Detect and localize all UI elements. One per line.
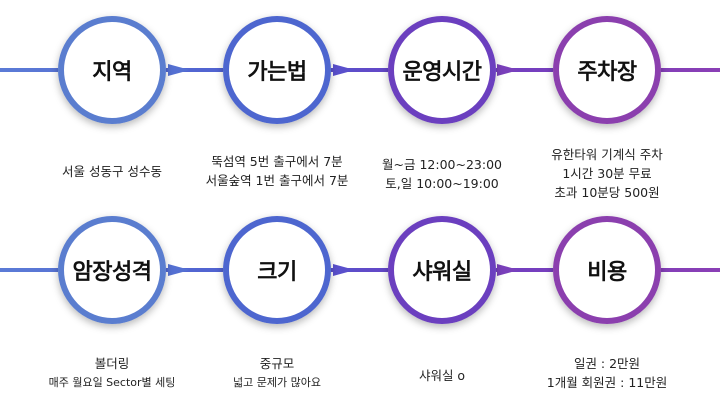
- arrow-icon: [333, 64, 355, 76]
- node-ring: [388, 216, 496, 324]
- desc-line: 매주 월요일 Sector별 세팅: [48, 376, 176, 389]
- node-ring: [223, 16, 331, 124]
- desc-line: 서울숲역 1번 출구에서 7분: [205, 173, 349, 188]
- desc-directions: 뚝섬역 5번 출구에서 7분 서울숲역 1번 출구에서 7분: [192, 152, 362, 190]
- desc-line: 초과 10분당 500원: [554, 185, 660, 200]
- desc-line: 뚝섬역 5번 출구에서 7분: [211, 154, 343, 169]
- node-size: 크기: [223, 216, 331, 324]
- desc-line: 토,일 10:00~19:00: [385, 176, 499, 191]
- desc-parking: 유한타워 기계식 주차 1시간 30분 무료 초과 10분당 500원: [522, 145, 692, 202]
- desc-cost: 일권 : 2만원 1개월 회원권 : 11만원: [522, 354, 692, 392]
- node-parking: 주차장: [553, 16, 661, 124]
- node-ring: [58, 216, 166, 324]
- desc-line: 중규모: [259, 356, 295, 371]
- node-title: 암장성격: [72, 260, 152, 285]
- node-title: 가는법: [247, 60, 307, 85]
- node-title: 비용: [587, 260, 627, 285]
- connector-band-bottom: [0, 268, 720, 272]
- node-title: 운영시간: [402, 60, 482, 85]
- desc-hours: 월~금 12:00~23:00 토,일 10:00~19:00: [357, 155, 527, 193]
- node-title: 크기: [257, 260, 297, 285]
- desc-line: 서울 성동구 성수동: [62, 164, 162, 179]
- node-title: 샤워실: [412, 260, 472, 285]
- desc-line: 샤워실 o: [418, 368, 466, 383]
- arrow-icon: [168, 64, 190, 76]
- node-hours: 운영시간: [388, 16, 496, 124]
- desc-shower: 샤워실 o: [357, 366, 527, 385]
- desc-size: 중규모 넓고 문제가 많아요: [192, 354, 362, 392]
- desc-line: 유한타워 기계식 주차: [551, 147, 663, 162]
- node-title: 지역: [92, 60, 132, 85]
- node-region: 지역: [58, 16, 166, 124]
- desc-gym-type: 볼더링 매주 월요일 Sector별 세팅: [27, 354, 197, 392]
- node-ring: [553, 216, 661, 324]
- node-ring: [553, 16, 661, 124]
- arrow-icon: [497, 264, 519, 276]
- desc-line: 일권 : 2만원: [573, 356, 641, 371]
- node-directions: 가는법: [223, 16, 331, 124]
- arrow-icon: [333, 264, 355, 276]
- arrow-icon: [168, 264, 190, 276]
- desc-line: 볼더링: [94, 356, 130, 371]
- desc-line: 넓고 문제가 많아요: [233, 376, 321, 389]
- node-gym-type: 암장성격: [58, 216, 166, 324]
- node-ring: [388, 16, 496, 124]
- desc-line: 1시간 30분 무료: [562, 166, 652, 181]
- connector-band-top: [0, 68, 720, 72]
- node-shower: 샤워실: [388, 216, 496, 324]
- node-ring: [223, 216, 331, 324]
- desc-region: 서울 성동구 성수동: [27, 162, 197, 181]
- desc-line: 월~금 12:00~23:00: [382, 157, 502, 172]
- arrow-icon: [497, 64, 519, 76]
- node-title: 주차장: [577, 60, 637, 85]
- node-ring: [58, 16, 166, 124]
- desc-line: 1개월 회원권 : 11만원: [546, 375, 668, 390]
- node-cost: 비용: [553, 216, 661, 324]
